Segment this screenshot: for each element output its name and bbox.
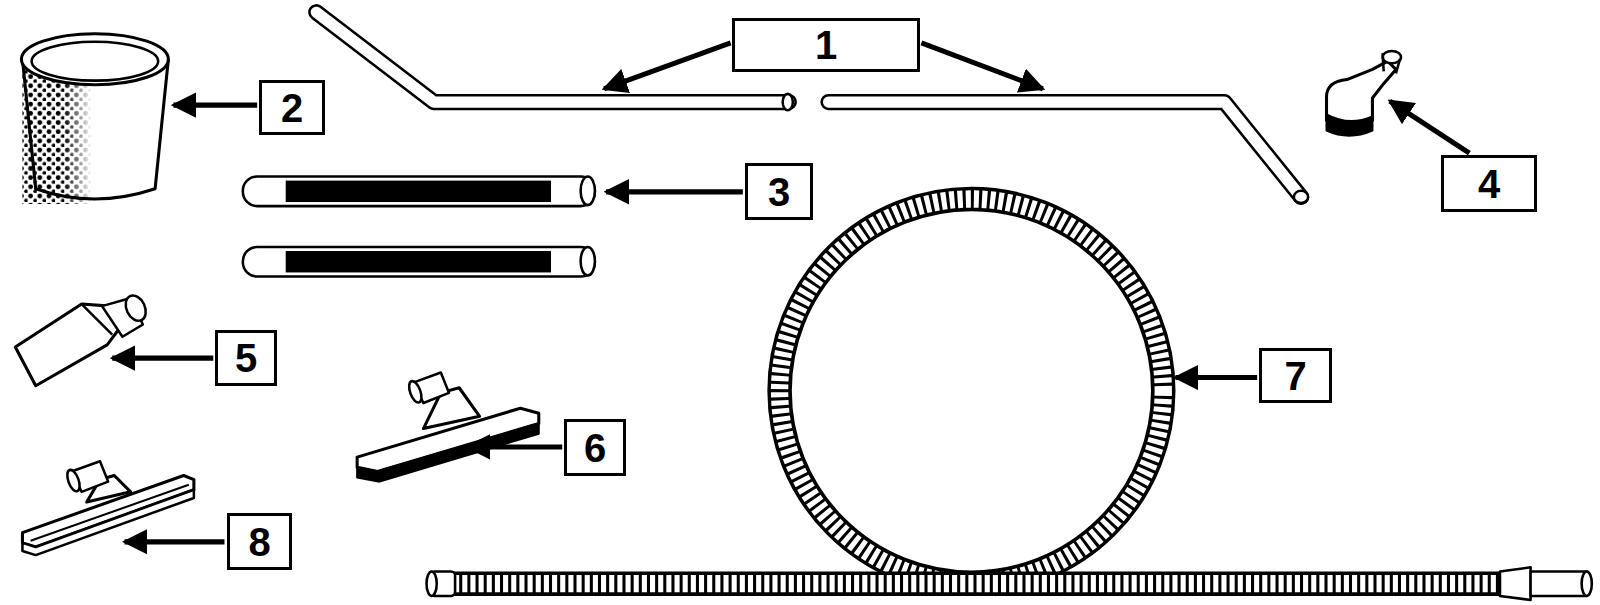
filter [21,34,168,204]
leader-arrow [112,43,1469,542]
floor-brush [357,372,539,481]
callout-number: 8 [248,522,270,562]
callout-box: 6 [564,419,626,476]
upholstery-tool [15,292,149,385]
callout-box: 4 [1441,155,1537,212]
extension-tube [243,177,595,277]
hose [427,199,1592,600]
callout-number: 6 [584,428,606,468]
callout-number: 1 [815,25,837,65]
callout-number: 2 [281,88,303,128]
callout-number: 3 [768,172,790,212]
callout-box: 3 [745,163,813,220]
callout-number: 7 [1284,356,1306,396]
callout-box: 8 [227,513,292,570]
callout-box: 1 [732,18,920,72]
callout-box: 5 [215,330,277,386]
dusting-brush [1327,51,1401,136]
callout-box: 2 [259,80,325,135]
callout-number: 5 [235,338,257,378]
callout-box: 7 [1259,348,1332,403]
callout-number: 4 [1478,164,1500,204]
